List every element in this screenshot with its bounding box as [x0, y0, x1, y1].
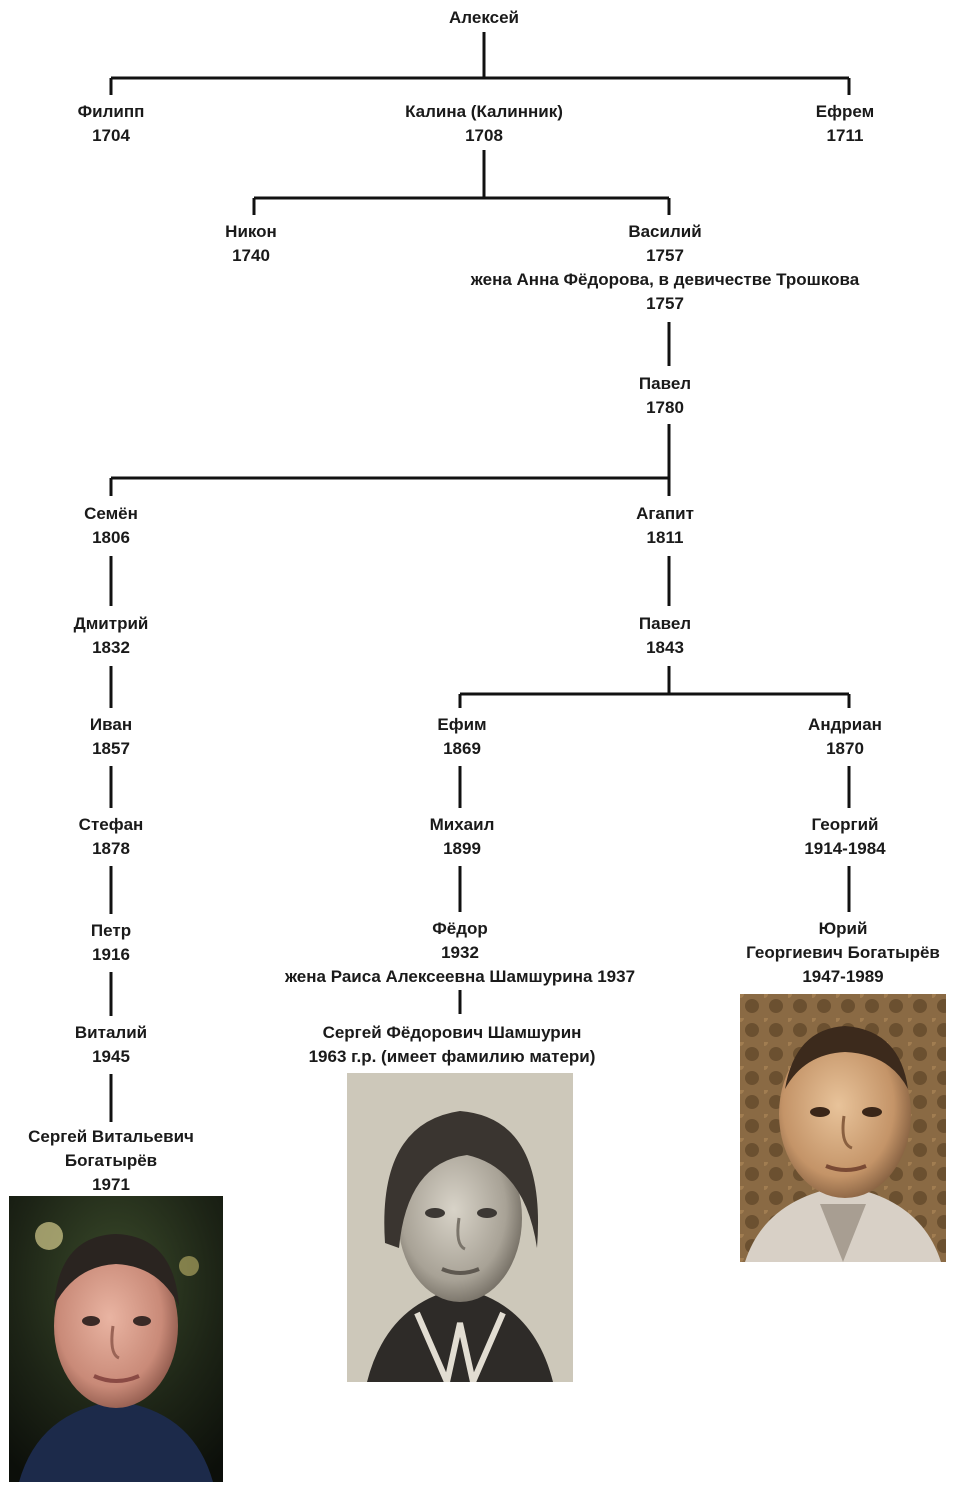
person-year: 1945 [92, 1047, 130, 1066]
person-name: Фёдор [432, 919, 488, 938]
person-name: Михаил [429, 815, 495, 834]
person-year: 1757 [646, 246, 684, 265]
person-year: 1832 [92, 638, 130, 657]
person-note: 1963 г.р. (имеет фамилию матери) [308, 1047, 596, 1066]
person-name: Стефан [78, 815, 144, 834]
person-year: 1806 [92, 528, 130, 547]
person-vasiliy: Василий 1757 жена Анна Фёдорова, в девич… [471, 220, 859, 316]
person-mikhail: Михаил 1899 [430, 813, 495, 861]
person-name: Юрий [818, 919, 868, 938]
person-filipp: Филипп 1704 [78, 100, 145, 148]
person-year: 1870 [826, 739, 864, 758]
person-year: 1916 [92, 945, 130, 964]
person-surname: Георгиевич Богатырёв [746, 943, 940, 962]
person-name: Сергей Витальевич [28, 1127, 194, 1146]
person-vitaliy: Виталий 1945 [75, 1021, 147, 1069]
person-semen: Семён 1806 [84, 502, 138, 550]
photo-sergey-bogatyrev [9, 1196, 223, 1482]
person-agapit: Агапит 1811 [636, 502, 694, 550]
person-petr: Петр 1916 [91, 919, 131, 967]
person-name: Павел [638, 374, 692, 393]
spouse-year: 1757 [646, 294, 684, 313]
person-year: 1711 [826, 126, 864, 145]
person-ivan: Иван 1857 [90, 713, 132, 761]
person-sergey-bogatyrev: Сергей Витальевич Богатырёв 1971 [28, 1125, 194, 1197]
spouse-note: жена Раиса Алексеевна Шамшурина 1937 [284, 967, 636, 986]
person-name: Виталий [74, 1023, 148, 1042]
person-kalina: Калина (Калинник) 1708 [405, 100, 563, 148]
person-pavel-1780: Павел 1780 [639, 372, 691, 420]
person-fedor: Фёдор 1932 жена Раиса Алексеевна Шамшури… [285, 917, 635, 989]
person-year: 1740 [232, 246, 270, 265]
person-dmitriy: Дмитрий 1832 [74, 612, 149, 660]
portrait-image [9, 1196, 223, 1482]
person-year: 1878 [92, 839, 130, 858]
person-year: 1708 [465, 126, 503, 145]
person-year: 1914-1984 [804, 839, 886, 858]
person-name: Дмитрий [73, 614, 149, 633]
person-surname: Богатырёв [64, 1151, 158, 1170]
photo-yuriy-bogatyrev [740, 994, 946, 1262]
portrait-image [740, 994, 946, 1262]
person-year: 1843 [646, 638, 684, 657]
person-name: Андриан [808, 715, 882, 734]
person-name: Павел [638, 614, 692, 633]
person-year: 1857 [92, 739, 130, 758]
person-nikon: Никон 1740 [225, 220, 277, 268]
person-efim: Ефим 1869 [437, 713, 486, 761]
person-name: Петр [90, 921, 132, 940]
person-year: 1932 [441, 943, 479, 962]
person-name: Алексей [449, 8, 519, 27]
person-name: Агапит [636, 504, 694, 523]
person-name: Иван [89, 715, 133, 734]
person-year: 1899 [443, 839, 481, 858]
person-name: Сергей Фёдорович Шамшурин [322, 1023, 582, 1042]
person-name: Никон [225, 222, 277, 241]
person-georgiy: Георгий 1914-1984 [804, 813, 885, 861]
person-years: 1947-1989 [802, 967, 884, 986]
person-name: Семён [84, 504, 138, 523]
person-year: 1971 [92, 1175, 130, 1194]
person-name: Калина (Калинник) [405, 102, 563, 121]
person-name: Василий [628, 222, 702, 241]
person-sergey-shamshurin: Сергей Фёдорович Шамшурин 1963 г.р. (име… [309, 1021, 596, 1069]
person-pavel-1843: Павел 1843 [639, 612, 691, 660]
person-year: 1811 [646, 528, 684, 547]
person-stefan: Стефан 1878 [79, 813, 144, 861]
portrait-image [347, 1073, 573, 1382]
person-year: 1869 [443, 739, 481, 758]
person-aleksey: Алексей [449, 6, 519, 30]
photo-sergey-shamshurin [347, 1073, 573, 1382]
person-andrian: Андриан 1870 [808, 713, 882, 761]
person-year: 1704 [92, 126, 130, 145]
person-efrem: Ефрем 1711 [816, 100, 874, 148]
person-name: Ефрем [815, 102, 875, 121]
person-name: Георгий [811, 815, 879, 834]
person-yuriy: Юрий Георгиевич Богатырёв 1947-1989 [746, 917, 940, 989]
person-name: Ефим [437, 715, 487, 734]
person-name: Филипп [77, 102, 145, 121]
person-year: 1780 [646, 398, 684, 417]
spouse-note: жена Анна Фёдорова, в девичестве Трошков… [470, 270, 860, 289]
